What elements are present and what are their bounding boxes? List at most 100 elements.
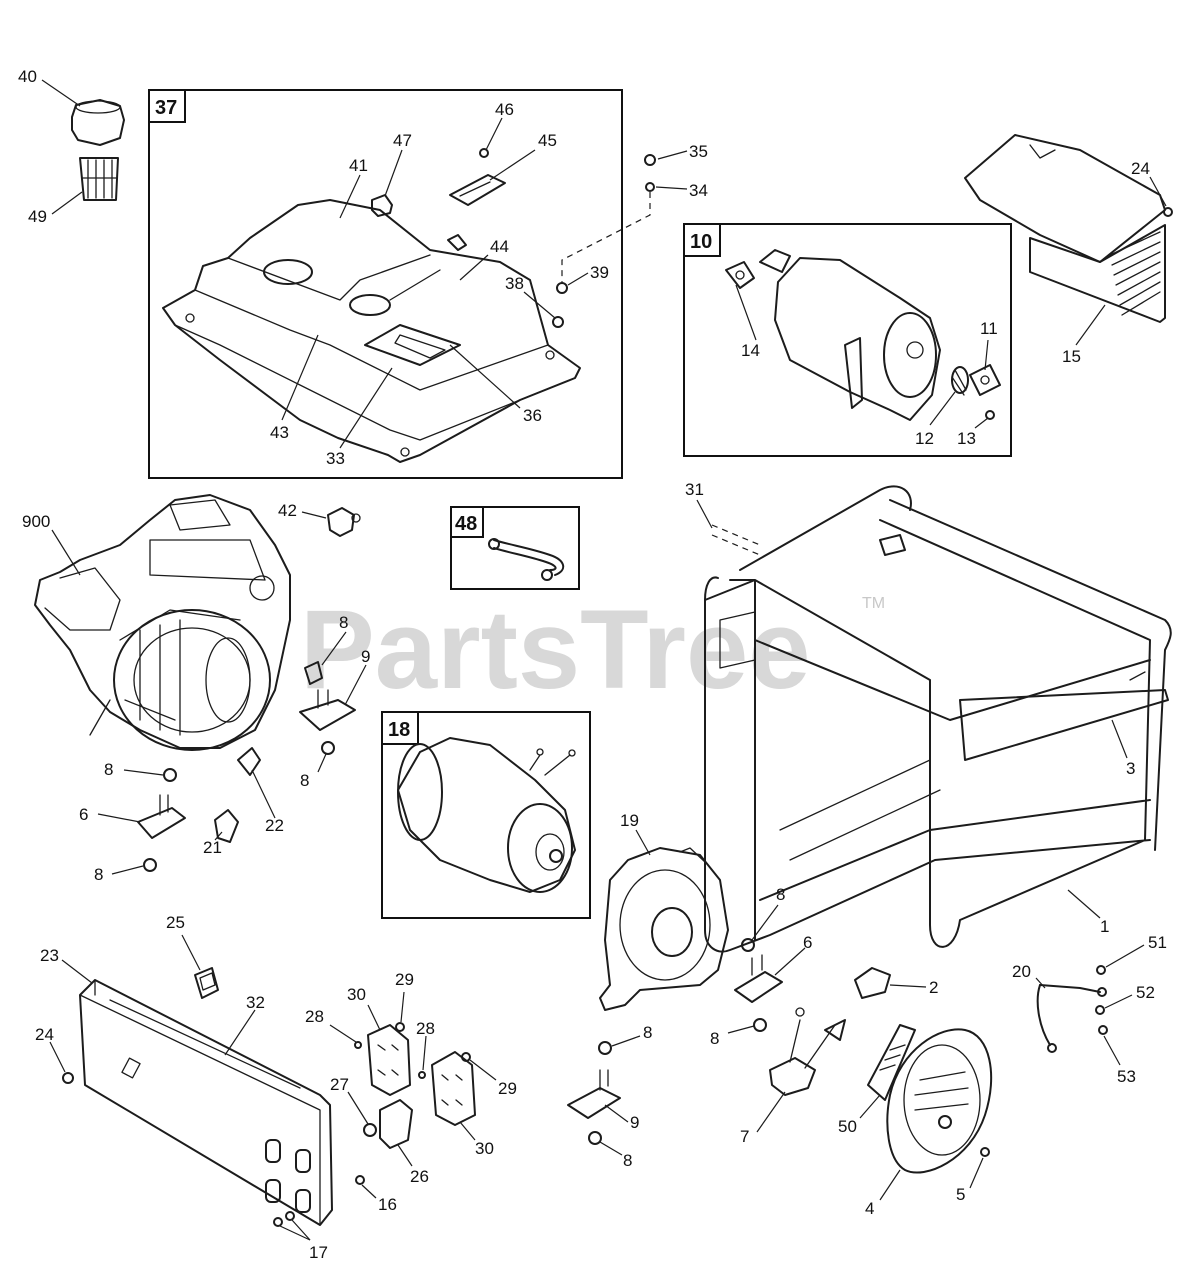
alternator[interactable] [397,737,576,893]
fuel-label-plate[interactable] [449,174,506,206]
callout-23: 23 [40,946,59,965]
group-10-label: 10 [690,231,712,253]
callout-45: 45 [538,131,557,150]
callout-31: 31 [685,480,704,499]
ground-wire[interactable] [1036,984,1051,1046]
control-panel-assembly: 23 32 24 16 17 [35,946,397,1262]
circuit-breaker-25[interactable] [194,967,219,999]
fuel-cap[interactable] [71,99,125,146]
group-37-box [148,89,623,479]
muffler-bracket [844,337,863,409]
engine-mount-parts: 8 9 8 8 6 8 21 22 [79,613,370,884]
callout-16: 16 [378,1195,397,1214]
end-cover[interactable] [886,1028,993,1174]
bearing-carrier: 19 [599,811,729,1011]
callout-25: 25 [166,913,185,932]
nut-8-c [163,768,177,782]
callout-33: 33 [326,449,345,468]
group-fuel-hose: 48 [450,506,580,590]
callout-35: 35 [689,142,708,161]
group-18-label: 18 [388,719,410,741]
muffler[interactable] [774,257,941,421]
callout-44: 44 [490,237,509,256]
receptacle-30-upper[interactable] [367,1024,411,1096]
callout-8-g: 8 [643,1023,652,1042]
callout-29-upper: 29 [395,970,414,989]
callout-4: 4 [865,1199,874,1218]
callout-36: 36 [523,406,542,425]
callout-13: 13 [957,429,976,448]
callout-12: 12 [915,429,934,448]
spark-arrestor[interactable] [951,366,969,394]
callout-29-lower: 29 [498,1079,517,1098]
callout-8-f: 8 [710,1029,719,1048]
exhaust-gasket[interactable] [725,261,755,289]
outlet-cutout-a [265,1139,281,1163]
callout-2: 2 [929,978,938,997]
group-48-tag-box [450,506,484,538]
callout-53: 53 [1117,1067,1136,1086]
callout-17: 17 [309,1243,328,1262]
frame-mount-parts: 8 6 8 2 8 9 8 [567,885,938,1170]
engine-mount-6[interactable] [137,807,186,839]
receptacle-lower: 28 29 30 [416,1019,517,1158]
fuel-tank[interactable] [162,199,581,463]
callout-34: 34 [689,181,708,200]
outlet-cutout-c [265,1179,281,1203]
rear-bearing-carrier[interactable] [599,847,729,1011]
control-panel[interactable] [79,979,333,1226]
frame-mount-6[interactable] [734,971,783,1003]
group-37-tag-box [148,89,186,123]
switch-25-group: 25 [166,913,219,999]
callout-28-upper: 28 [305,1007,324,1026]
washer-34 [645,182,655,192]
frame-assembly: 31 3 1 [685,480,1172,953]
callout-9-top: 9 [361,647,370,666]
muffler-gasket-top [759,249,791,273]
callout-19: 19 [620,811,639,830]
screw-28-lower [418,1071,426,1079]
muffler-screen[interactable] [1029,224,1166,323]
callout-15: 15 [1062,347,1081,366]
heat-shield-21[interactable] [214,809,239,843]
screw-29-upper [395,1022,405,1032]
group-37-label: 37 [155,97,177,119]
switch-26[interactable] [379,1099,413,1149]
fuel-gauge-opening [349,294,391,316]
screw-29-lower [461,1052,471,1062]
grommet-39 [556,282,568,294]
callout-20: 20 [1012,962,1031,981]
fuel-hose[interactable] [493,539,565,576]
screw-24-bottom [62,1072,74,1084]
callout-30-lower: 30 [475,1139,494,1158]
fuel-tank-filler-neck [263,259,313,285]
brush-assembly: 7 [740,1007,846,1146]
group-48-box [450,506,580,590]
brush-holder[interactable] [769,1057,816,1096]
callout-26: 26 [410,1167,429,1186]
callout-22: 22 [265,816,284,835]
callout-52: 52 [1136,983,1155,1002]
frame-cross-rail [959,689,1169,761]
engine[interactable] [34,494,291,749]
group-18-tag-box [381,711,419,745]
watermark-trademark: TM [862,595,885,612]
arrestor-gasket[interactable] [969,364,1001,396]
callout-41: 41 [349,156,368,175]
callout-27: 27 [330,1075,349,1094]
frame-mount-9[interactable] [567,1087,621,1119]
callout-24-bottom: 24 [35,1025,54,1044]
receptacle-30-lower[interactable] [431,1051,476,1126]
heat-shield-22[interactable] [237,747,261,776]
screw-17-a [273,1217,283,1227]
fuel-shutoff-valve[interactable] [327,507,355,537]
screw-51 [1096,965,1106,975]
receptacle-2[interactable] [854,967,891,999]
group-alternator: 18 [381,711,591,919]
callout-38: 38 [505,274,524,293]
fuel-strainer[interactable] [79,157,119,201]
engine-mount-9-top[interactable] [299,699,356,731]
callout-8-d: 8 [94,865,103,884]
frame[interactable] [704,485,1172,953]
tank-fasteners: 35 34 39 [556,142,708,294]
